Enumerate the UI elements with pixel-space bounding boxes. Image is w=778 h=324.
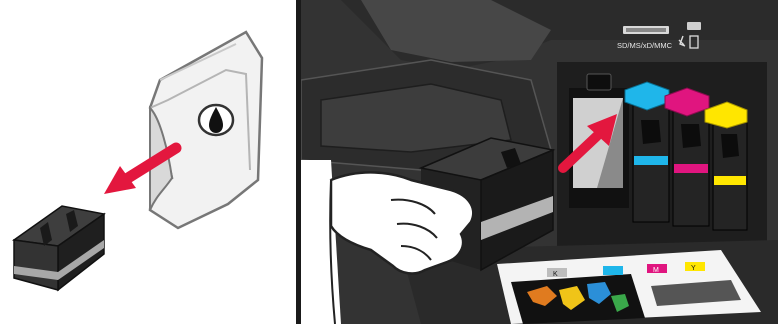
black-cartridge-slot [569,74,629,208]
insert-cartridge-panel: SD/MS/xD/MMC C [301,0,778,324]
foil-bag [150,32,262,228]
black-label: K [553,271,558,278]
black-ink-cartridge [14,206,104,290]
unpack-cartridge-panel [0,0,296,324]
ink-drop-icon [199,105,233,135]
yellow-label: Y [691,265,696,272]
magenta-label: M [653,267,659,274]
card-slot-label: SD/MS/xD/MMC [617,41,673,50]
